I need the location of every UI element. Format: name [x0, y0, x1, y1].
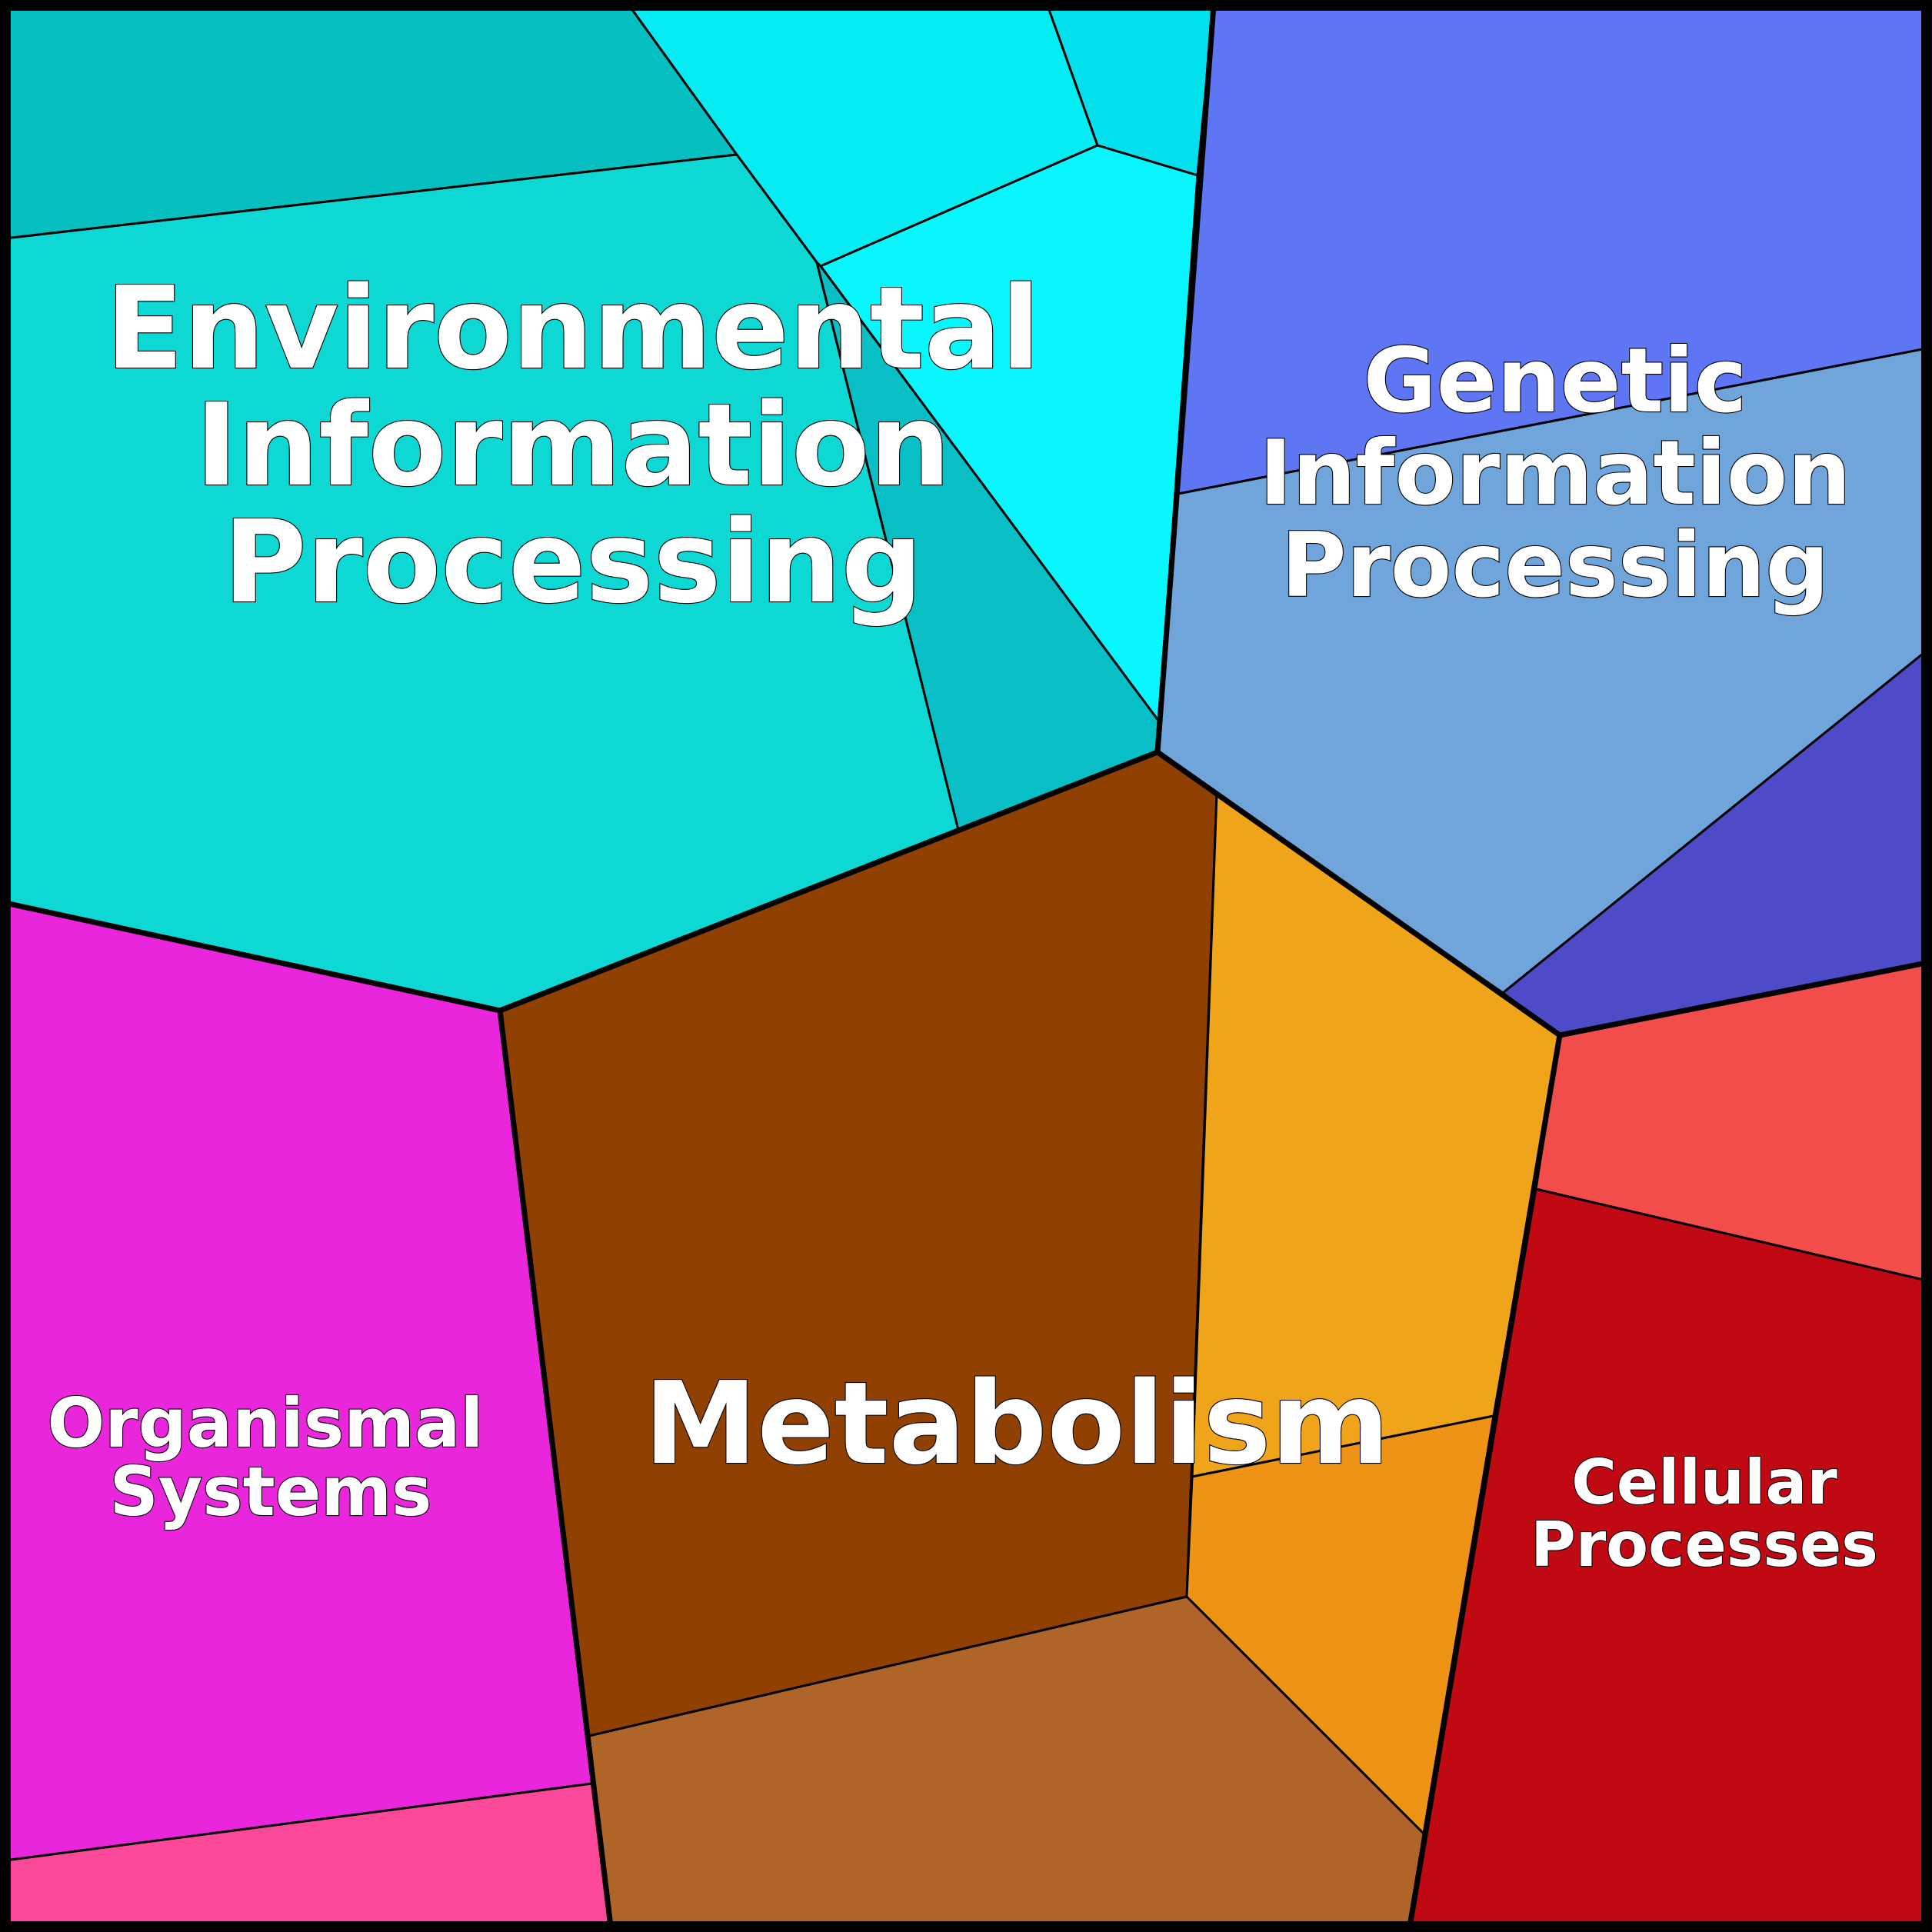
gen-label-line-3: Processing	[1281, 514, 1830, 618]
cel-label-line-1: Cellular	[1571, 1447, 1837, 1518]
group-organismal	[2, 900, 614, 1930]
met-label: Metabolism	[644, 1357, 1390, 1490]
env-label-line-2: Information	[195, 379, 951, 511]
env-label-line-3: Processing	[223, 496, 922, 628]
org-label-line-2: Systems	[110, 1452, 432, 1531]
env-label-line-1: Environmental	[105, 262, 1040, 395]
cel-label-line-2: Processes	[1531, 1509, 1878, 1581]
group-cellular	[1407, 960, 1930, 1930]
group-genetic	[1154, 2, 1930, 1038]
group-metabolism	[497, 749, 1563, 1930]
org-label-line-1: Organismal	[47, 1384, 483, 1463]
gen-label-line-1: Genetic	[1363, 329, 1747, 433]
gen-label-line-2: Information	[1259, 421, 1851, 525]
